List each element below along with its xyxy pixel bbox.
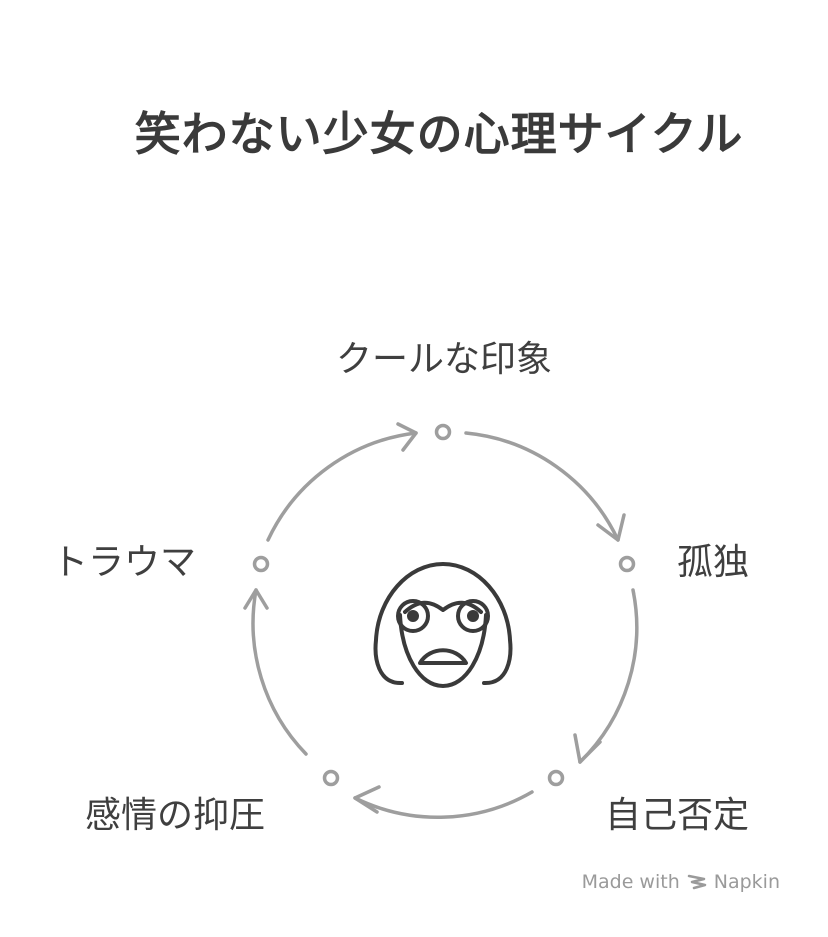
made-with-text: Made with [581,871,680,893]
stage-node-5 [252,555,270,573]
stage-label-cool-impression: クールな印象 [335,339,552,380]
stage-label-trauma: トラウマ [52,542,197,583]
stage-node-3 [547,769,565,787]
cycle-arrow-3 [353,790,534,820]
cycle-arrowhead-2 [573,733,602,764]
stage-node-4 [322,769,340,787]
girl-face-icon [373,562,513,688]
stage-label-emotional-suppression: 感情の抑圧 [85,795,266,836]
cycle-arrow-2 [578,588,639,764]
napkin-credit: Made with Napkin [582,871,780,893]
stage-node-2 [618,555,636,573]
stage-node-1 [434,423,452,441]
cycle-arrowhead-3 [353,785,381,814]
cycle-arrowhead-4 [243,588,269,610]
cycle-arrowhead-1 [596,513,626,542]
cycle-arrow-5 [266,431,418,542]
cycle-arrowhead-5 [396,422,418,452]
napkin-brand-text: Napkin [713,871,780,893]
stage-label-loneliness: 孤独 [677,542,750,583]
napkin-logo-icon [687,874,706,890]
stage-label-self-denial: 自己否定 [605,795,750,836]
page-title: 笑わない少女の心理サイクル [134,107,744,161]
cycle-arrow-4 [251,588,308,756]
cycle-arrow-1 [464,431,620,542]
